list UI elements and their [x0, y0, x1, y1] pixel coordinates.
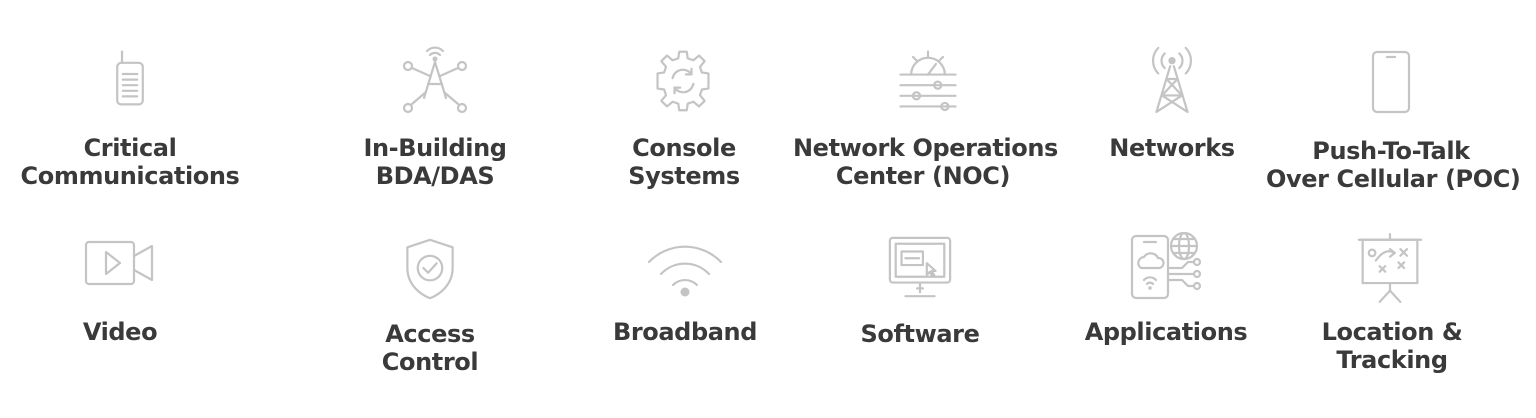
service-label: Access Control	[381, 320, 479, 376]
service-label: Push-To-Talk Over Cellular (POC)	[1266, 137, 1521, 193]
service-software[interactable]: Software	[830, 228, 1010, 378]
cell-tower-icon	[1140, 42, 1204, 116]
phone-cloud-apps-icon	[1130, 230, 1202, 300]
antenna-network-icon	[398, 46, 472, 116]
radio-icon	[114, 48, 146, 108]
service-video[interactable]: Video	[40, 228, 200, 378]
video-camera-icon	[82, 238, 158, 288]
service-in-building-bda-das[interactable]: In-Building BDA/DAS	[315, 40, 555, 200]
service-label: Video	[82, 318, 158, 346]
control-panel-icon	[897, 48, 959, 110]
service-label: Broadband	[612, 318, 758, 346]
gear-sync-icon	[650, 48, 716, 114]
service-broadband[interactable]: Broadband	[590, 228, 780, 378]
monitor-software-icon	[885, 234, 955, 302]
service-console-systems[interactable]: Console Systems	[564, 40, 804, 200]
service-networks[interactable]: Networks	[1062, 40, 1282, 200]
service-label: Network Operations Center (NOC)	[793, 134, 1058, 190]
service-label: Applications	[1084, 318, 1248, 346]
strategy-board-icon	[1357, 232, 1423, 304]
service-label: Networks	[1109, 134, 1235, 162]
smartphone-icon	[1371, 50, 1411, 114]
service-label: Location & Tracking	[1321, 318, 1463, 374]
wifi-icon	[645, 238, 725, 297]
shield-check-icon	[402, 236, 458, 302]
service-label: Console Systems	[628, 134, 740, 190]
service-push-to-talk[interactable]: Push-To-Talk Over Cellular (POC)	[1266, 40, 1521, 200]
service-label: Software	[860, 320, 980, 348]
service-network-operations-center[interactable]: Network Operations Center (NOC)	[793, 40, 1058, 200]
service-access-control[interactable]: Access Control	[330, 228, 530, 378]
service-critical-communications[interactable]: Critical Communications	[10, 40, 250, 200]
service-applications[interactable]: Applications	[1066, 228, 1266, 378]
service-location-tracking[interactable]: Location & Tracking	[1292, 228, 1492, 378]
service-label: Critical Communications	[20, 134, 240, 190]
service-label: In-Building BDA/DAS	[363, 134, 507, 190]
